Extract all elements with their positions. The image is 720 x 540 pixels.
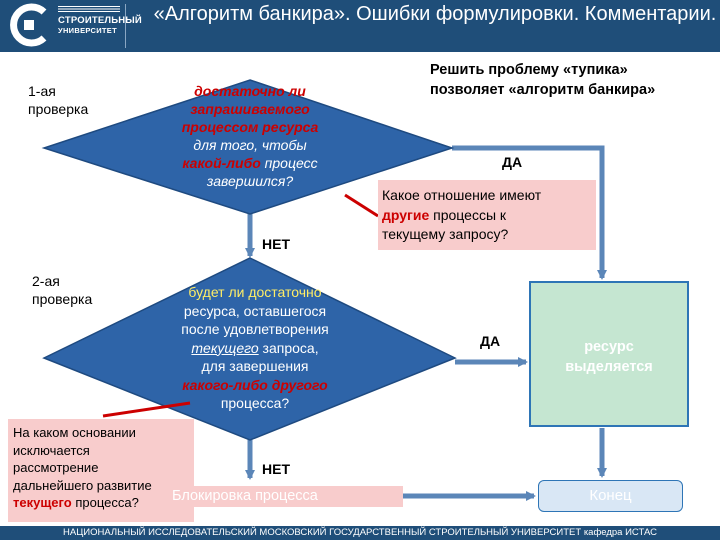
callout2-pointer [102, 401, 191, 418]
callout2-line5-rest: процесса? [71, 495, 139, 510]
callout2-line2: исключается [13, 442, 90, 458]
decision2-line1: будет ли достаточно [150, 283, 360, 302]
decision1-line5: какой-либо процесс [150, 154, 350, 172]
decision1-line6: завершился? [206, 173, 294, 189]
decision2-line5: для завершения [201, 358, 309, 374]
decision2-line1a: будет ли [188, 284, 249, 300]
decision2-any-other: какого-либо другого [182, 376, 328, 393]
university-logo-icon [10, 3, 47, 47]
decision1-any-process: какой-либо [182, 155, 261, 171]
resource-allocated-box: ресурс выделяется [529, 281, 689, 427]
logo-name-line2: УНИВЕРСИТЕТ [58, 26, 117, 35]
arrow-check1-yes [452, 145, 607, 280]
callout2-line1: На каком основании [13, 425, 136, 440]
decision2-line1b: достаточно [248, 284, 322, 300]
top-note-line1: Решить проблему «тупика» [430, 62, 628, 78]
decision2-line3: после удовлетворения [181, 321, 329, 337]
check1-label: 1-ая проверка [28, 82, 88, 118]
callout2-line4: дальнейшего развитие [13, 477, 152, 493]
decision1-line1: достаточно ли [194, 83, 306, 99]
callout2-line3: рассмотрение [13, 460, 99, 475]
decision2-line4: текущего запроса, [150, 339, 360, 358]
callout1-pointer [344, 193, 379, 218]
decision1-line2: запрашиваемого [190, 101, 310, 117]
check2-label-line2: проверка [32, 291, 93, 307]
header-bar: СТРОИТЕЛЬНЫЙ УНИВЕРСИТЕТ «Алгоритм банки… [0, 0, 720, 52]
decision-diamond-1 [41, 79, 455, 215]
footer-bar: НАЦИОНАЛЬНЫЙ ИССЛЕДОВАТЕЛЬСКИЙ МОСКОВСКИ… [0, 526, 720, 540]
decision2-text: будет ли достаточно ресурса, оставшегося… [150, 283, 360, 413]
decision1-line3: процессом ресурса [181, 119, 319, 135]
decision-diamond-2 [42, 257, 457, 441]
top-note-line2: позволяет «алгоритм банкира» [430, 82, 656, 98]
logo-lines-icon [58, 6, 120, 12]
check1-label-line2: проверка [28, 101, 89, 117]
logo-name-line1: СТРОИТЕЛЬНЫЙ [58, 15, 142, 26]
callout2-current: текущего [13, 495, 72, 510]
check1-no-label: НЕТ [262, 236, 290, 252]
process-block-box: Блокировка процесса [160, 486, 403, 507]
callout1-line2-rest: процессы к [429, 206, 507, 223]
callout1-line3: текущему запросу? [382, 226, 509, 242]
check1-label-line1: 1-ая [28, 83, 56, 99]
top-note: Решить проблему «тупика» позволяет «алго… [430, 60, 655, 100]
callout1-other: другие [382, 206, 430, 223]
decision2-line2: ресурса, оставшегося [183, 302, 327, 319]
decision2-current: текущего [191, 339, 259, 356]
resource-box-line1: ресурс [584, 339, 634, 355]
end-box: Конец [538, 480, 683, 512]
check2-label: 2-ая проверка [32, 272, 92, 308]
decision1-line4: для того, чтобы [193, 137, 307, 153]
callout2-line5: текущего процесса? [13, 494, 194, 512]
check1-yes-label: ДА [502, 154, 523, 170]
decision1-line5-rest: процесс [260, 155, 318, 171]
callout1-line1: Какое отношение имеют [382, 187, 542, 203]
decision1-text: достаточно ли запрашиваемого процессом р… [150, 82, 350, 190]
check2-yes-label: ДА [480, 333, 501, 349]
slide-title: «Алгоритм банкира». Ошибки формулировки.… [153, 3, 717, 25]
check2-no-label: НЕТ [262, 461, 290, 477]
check2-label-line1: 2-ая [32, 273, 60, 289]
resource-box-line2: выделяется [565, 359, 653, 375]
decision2-line7: процесса? [220, 395, 290, 411]
header-divider [125, 4, 126, 48]
callout1-line2: другие процессы к [382, 206, 596, 226]
callout-other-processes: Какое отношение имеют другие процессы к … [378, 180, 596, 250]
decision2-line4-rest: запроса, [258, 339, 319, 356]
